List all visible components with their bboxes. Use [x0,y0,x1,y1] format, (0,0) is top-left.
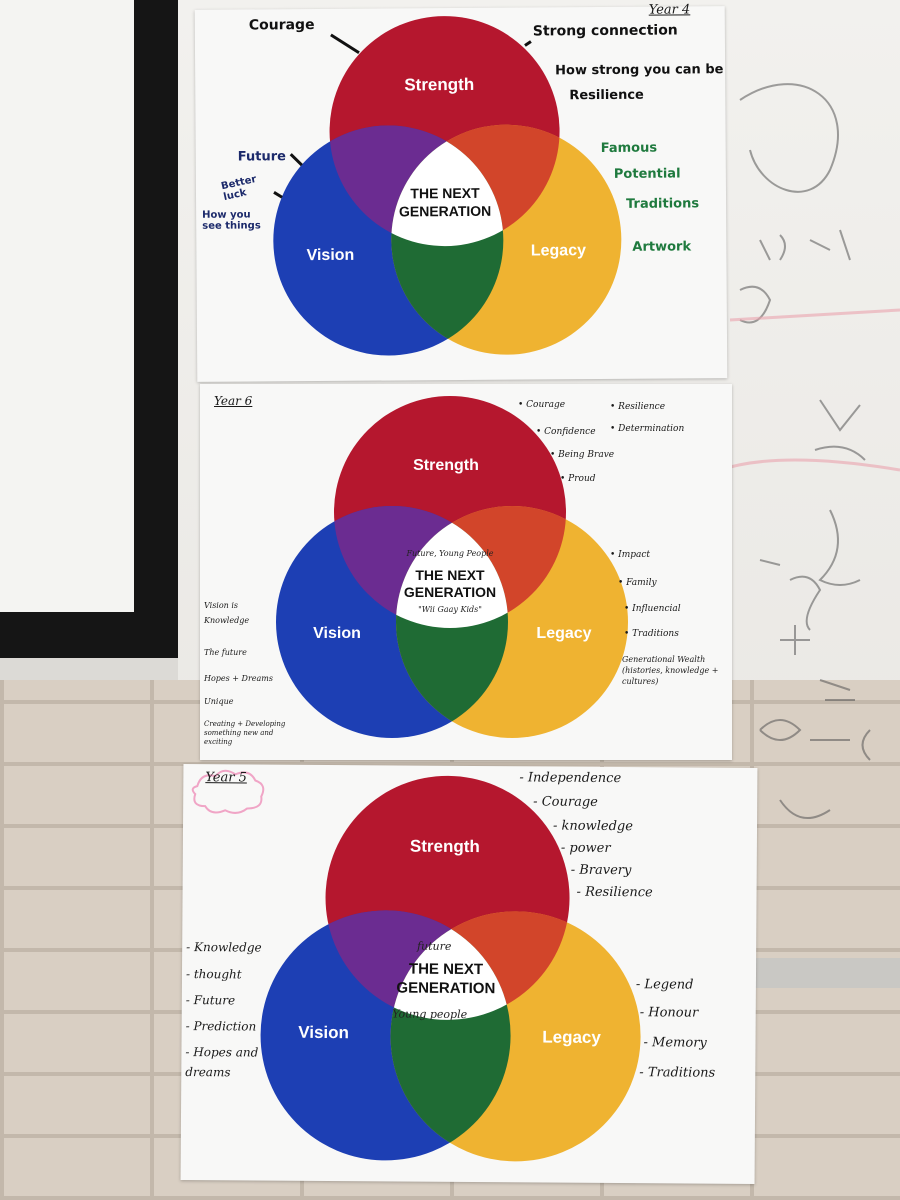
note-knowledge-v: - Knowledge [186,940,262,955]
note-independence: - Independence [519,770,622,787]
note-memory: - Memory [643,1035,707,1051]
center-note-top: Future, Young People [405,549,493,558]
center-note-bottom: Young people [392,1007,467,1021]
vision-label: Vision [313,625,361,642]
poster-year-5: Strength Vision Legacy future THE NEXT G… [180,764,758,1184]
note-resilience: Resilience [569,87,644,104]
note-famous: Famous [600,140,658,157]
note-unique: Unique [204,697,234,706]
center-title-line2: GENERATION [399,203,491,220]
center-title-line2: GENERATION [396,979,495,997]
note-courage: • Courage [518,400,566,410]
center-note-bottom: "Wii Gaay Kids" [418,605,482,614]
center-region [390,911,512,1021]
note-impact: • Impact [610,550,651,560]
note-vision-is-knowledge: Vision is Knowledge [204,601,250,625]
center-title-line1: THE NEXT [415,567,485,583]
note-bravery: - Bravery [570,862,632,879]
note-traditions: • Traditions [624,629,679,639]
strength-label: Strength [404,75,474,94]
note-hopes-dreams: Hopes + Dreams [204,674,273,683]
projector-screen [0,0,134,612]
note-courage: Courage [248,17,315,34]
note-potential: Potential [613,166,681,182]
whiteboard-rail [735,958,900,988]
note-legend: - Legend [635,977,694,993]
note-creating: Creating + Developing something new and … [204,720,286,746]
note-courage: - Courage [533,794,598,810]
screen-tray [0,658,178,680]
note-generational-wealth: Generational Wealth (histories, knowledg… [622,655,719,686]
note-thought: - thought [185,967,242,982]
note-how-you-see: How you see things [202,209,261,232]
year-label: Year 4 [648,2,691,18]
venn-diagram: Strength Vision Legacy Future, Young Peo… [276,396,628,738]
note-resilience: - Resilience [576,884,653,901]
vision-label: Vision [298,1023,349,1042]
note-proud: • Proud [560,474,596,484]
legacy-label: Legacy [542,1028,601,1047]
strength-label: Strength [413,457,479,474]
note-future: - Future [185,993,236,1008]
note-resilience: • Resilience [610,402,666,412]
note-how-strong: How strong you can be [555,62,724,79]
note-traditions: - Traditions [639,1065,716,1081]
year-label: Year 5 [205,770,247,786]
note-influencial: • Influencial [624,604,681,614]
legacy-label: Legacy [531,242,586,259]
note-confidence: • Confidence [536,427,596,437]
center-region [396,506,508,628]
venn-diagram: Strength Vision Legacy THE NEXT GENERATI… [273,16,622,356]
note-artwork: Artwork [632,239,692,255]
note-strong-connection: Strong connection [532,22,678,40]
note-being-brave: • Being Brave [550,450,615,460]
center-title-line1: THE NEXT [409,961,483,979]
vision-label: Vision [307,247,355,264]
note-prediction: - Prediction [185,1019,257,1034]
note-future: Future [237,149,286,165]
center-title-line1: THE NEXT [410,185,480,201]
venn-diagram: Strength Vision Legacy future THE NEXT G… [191,769,641,1162]
center-region [391,124,505,247]
poster-year-4: Strength Vision Legacy THE NEXT GENERATI… [194,2,728,382]
note-honour: - Honour [639,1005,699,1021]
note-hopes-dreams: - Hopes and dreams [185,1045,259,1080]
note-determination: • Determination [610,424,685,434]
year-label: Year 6 [214,394,253,408]
legacy-label: Legacy [536,625,591,642]
note-the-future: The future [204,648,247,657]
center-title-line2: GENERATION [404,584,496,600]
year-label-cloud [191,769,265,814]
poster-year-6: Strength Vision Legacy Future, Young Peo… [200,384,732,760]
note-family: • Family [618,578,657,588]
strength-label: Strength [410,837,480,856]
note-power: - power [560,840,611,856]
whiteboard-scribbles [720,83,900,819]
center-note-top: future [416,940,452,953]
note-knowledge: - knowledge [552,818,634,835]
note-traditions: Traditions [626,196,700,212]
